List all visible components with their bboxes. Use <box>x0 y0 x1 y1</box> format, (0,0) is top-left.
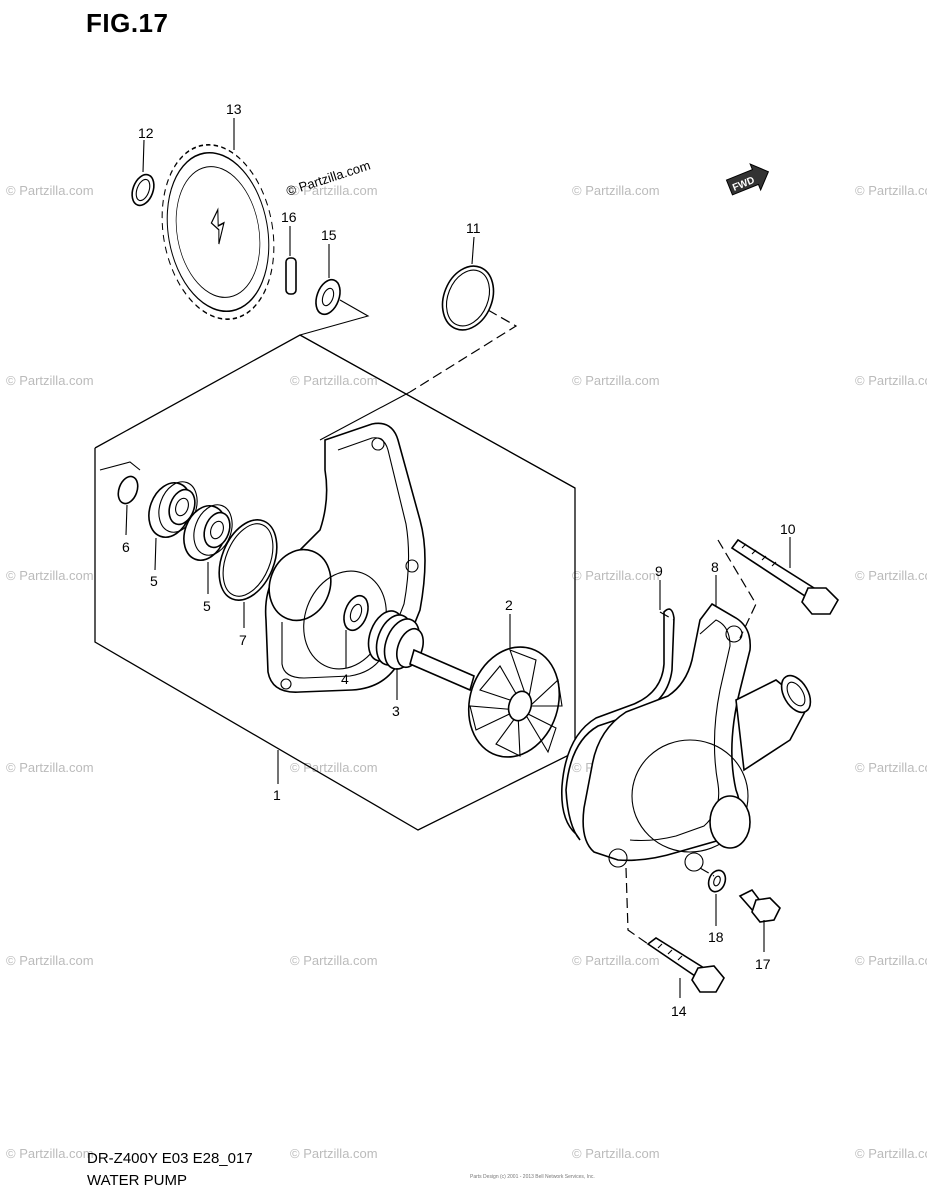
callout-5b: 5 <box>203 598 211 614</box>
callout-7: 7 <box>239 632 247 648</box>
callout-16: 13 <box>226 101 242 117</box>
watermark: © Partzilla.com <box>290 953 378 968</box>
seal-4 <box>343 594 369 632</box>
model-code: DR-Z400Y E03 E28_017 <box>87 1150 253 1167</box>
callout-9: 9 <box>655 563 663 579</box>
gasket-9 <box>560 608 675 841</box>
bolt-13 <box>730 538 839 615</box>
callout-17: 15 <box>321 227 337 243</box>
leader-6 <box>99 461 141 471</box>
callout-2: 2 <box>505 597 513 613</box>
watermark: © Partzilla.com <box>855 568 927 583</box>
bearing-5a <box>148 481 198 538</box>
leader-14b <box>319 391 411 441</box>
watermark: © Partzilla.com <box>572 953 660 968</box>
leader-17 <box>299 299 370 336</box>
callout-5: 5 <box>150 573 158 589</box>
bearing-5b <box>183 504 233 561</box>
watermark: © Partzilla.com <box>6 953 94 968</box>
callout-1: 1 <box>273 787 281 803</box>
watermark: © Partzilla.com <box>855 953 927 968</box>
leader-14 <box>409 309 518 393</box>
watermark: © Partzilla.com <box>855 183 927 198</box>
figure-title: FIG.17 <box>86 8 169 38</box>
gear-16 <box>161 144 275 320</box>
watermark: © Partzilla.com <box>572 568 660 583</box>
o-ring-14 <box>441 265 495 331</box>
watermark: © Partzilla.com <box>855 373 927 388</box>
copyright-credit: Parts Design (c) 2001 - 2013 Bell Networ… <box>470 1174 595 1180</box>
washer-11 <box>707 869 727 893</box>
callout-8: 8 <box>711 559 719 575</box>
watermark: © Partzilla.com <box>6 1146 94 1161</box>
watermark: © Partzilla.com <box>572 183 660 198</box>
leader-bolt-13 <box>717 539 757 639</box>
pin-18 <box>285 257 297 295</box>
leader-washer-11 <box>699 867 715 877</box>
fwd-arrow-icon: FWD <box>725 163 770 196</box>
watermark: © Partzilla.com <box>290 183 378 198</box>
callout-11: 18 <box>708 929 724 945</box>
watermark: © Partzilla.com <box>572 373 660 388</box>
circlip-15 <box>131 173 155 207</box>
leader-frame-diag <box>299 334 576 489</box>
watermark: © Partzilla.com <box>290 373 378 388</box>
impeller-2 <box>409 646 563 758</box>
watermark: © Partzilla.com <box>6 760 94 775</box>
pump-cover-8 <box>582 602 812 872</box>
watermark: © Partzilla.com <box>855 760 927 775</box>
callout-6: 6 <box>122 539 130 555</box>
watermark: © Partzilla.com <box>6 183 94 198</box>
bolt-12 <box>646 937 725 993</box>
washer-17 <box>315 278 341 316</box>
watermark: © Partzilla.com <box>290 1146 378 1161</box>
callouts: 12 13 16 15 11 6 5 5 7 4 3 2 1 9 8 10 18 <box>122 101 796 1019</box>
watermark: © Partzilla.com <box>290 760 378 775</box>
callout-12: 14 <box>671 1003 687 1019</box>
diagram-name: WATER PUMP <box>87 1172 187 1189</box>
callout-4: 4 <box>341 671 349 687</box>
watermark: © Partzilla.com <box>572 1146 660 1161</box>
callout-13: 10 <box>780 521 796 537</box>
bolt-10 <box>738 888 781 923</box>
leader-gasket-1 <box>659 611 675 621</box>
watermark-grid: © Partzilla.com © Partzilla.com © Partzi… <box>6 183 927 1161</box>
circlip-6 <box>117 475 139 505</box>
watermark: © Partzilla.com <box>855 1146 927 1161</box>
callout-18: 16 <box>281 209 297 225</box>
mechanical-seal-3 <box>367 610 424 670</box>
leader-bolt-12 <box>625 867 649 945</box>
callout-10: 17 <box>755 956 771 972</box>
watermark: © Partzilla.com <box>6 568 94 583</box>
callout-15: 12 <box>138 125 154 141</box>
watermark: © Partzilla.com <box>6 373 94 388</box>
callout-3: 3 <box>392 703 400 719</box>
callout-14: 11 <box>466 220 481 236</box>
